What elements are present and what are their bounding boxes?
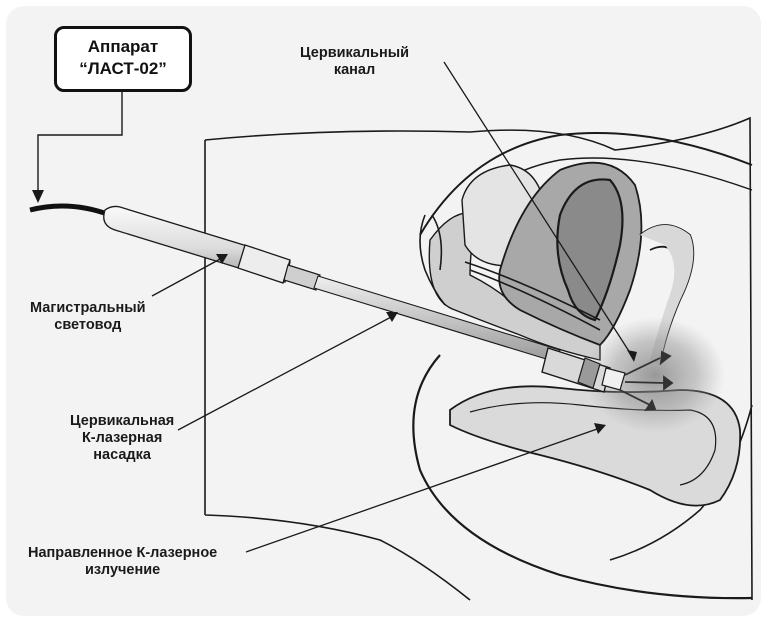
cervical-nozzle-label-line3: насадка xyxy=(70,447,174,464)
cervical-nozzle-label-line1: Цервикальная xyxy=(70,413,174,430)
directed-radiation-label: Направленное К-лазерное излучение xyxy=(28,545,217,579)
cervical-nozzle-label: Цервикальная К-лазерная насадка xyxy=(70,413,174,464)
device-label-line1: Аппарат xyxy=(57,36,189,58)
directed-radiation-label-line1: Направленное К-лазерное xyxy=(28,545,217,562)
cervical-canal-label-line2: канал xyxy=(300,62,409,79)
device-label-line2: “ЛАСТ-02” xyxy=(57,58,189,80)
device-label-box: Аппарат “ЛАСТ-02” xyxy=(54,26,192,92)
cervical-nozzle-label-line2: К-лазерная xyxy=(70,430,174,447)
main-lightguide-label-line1: Магистральный xyxy=(30,300,146,317)
cervical-canal-label-line1: Цервикальный xyxy=(300,45,409,62)
cervical-canal-label: Цервикальный канал xyxy=(300,45,409,79)
main-lightguide-label-line2: световод xyxy=(30,317,146,334)
directed-radiation-label-line2: излучение xyxy=(28,562,217,579)
main-lightguide-label: Магистральный световод xyxy=(30,300,146,334)
